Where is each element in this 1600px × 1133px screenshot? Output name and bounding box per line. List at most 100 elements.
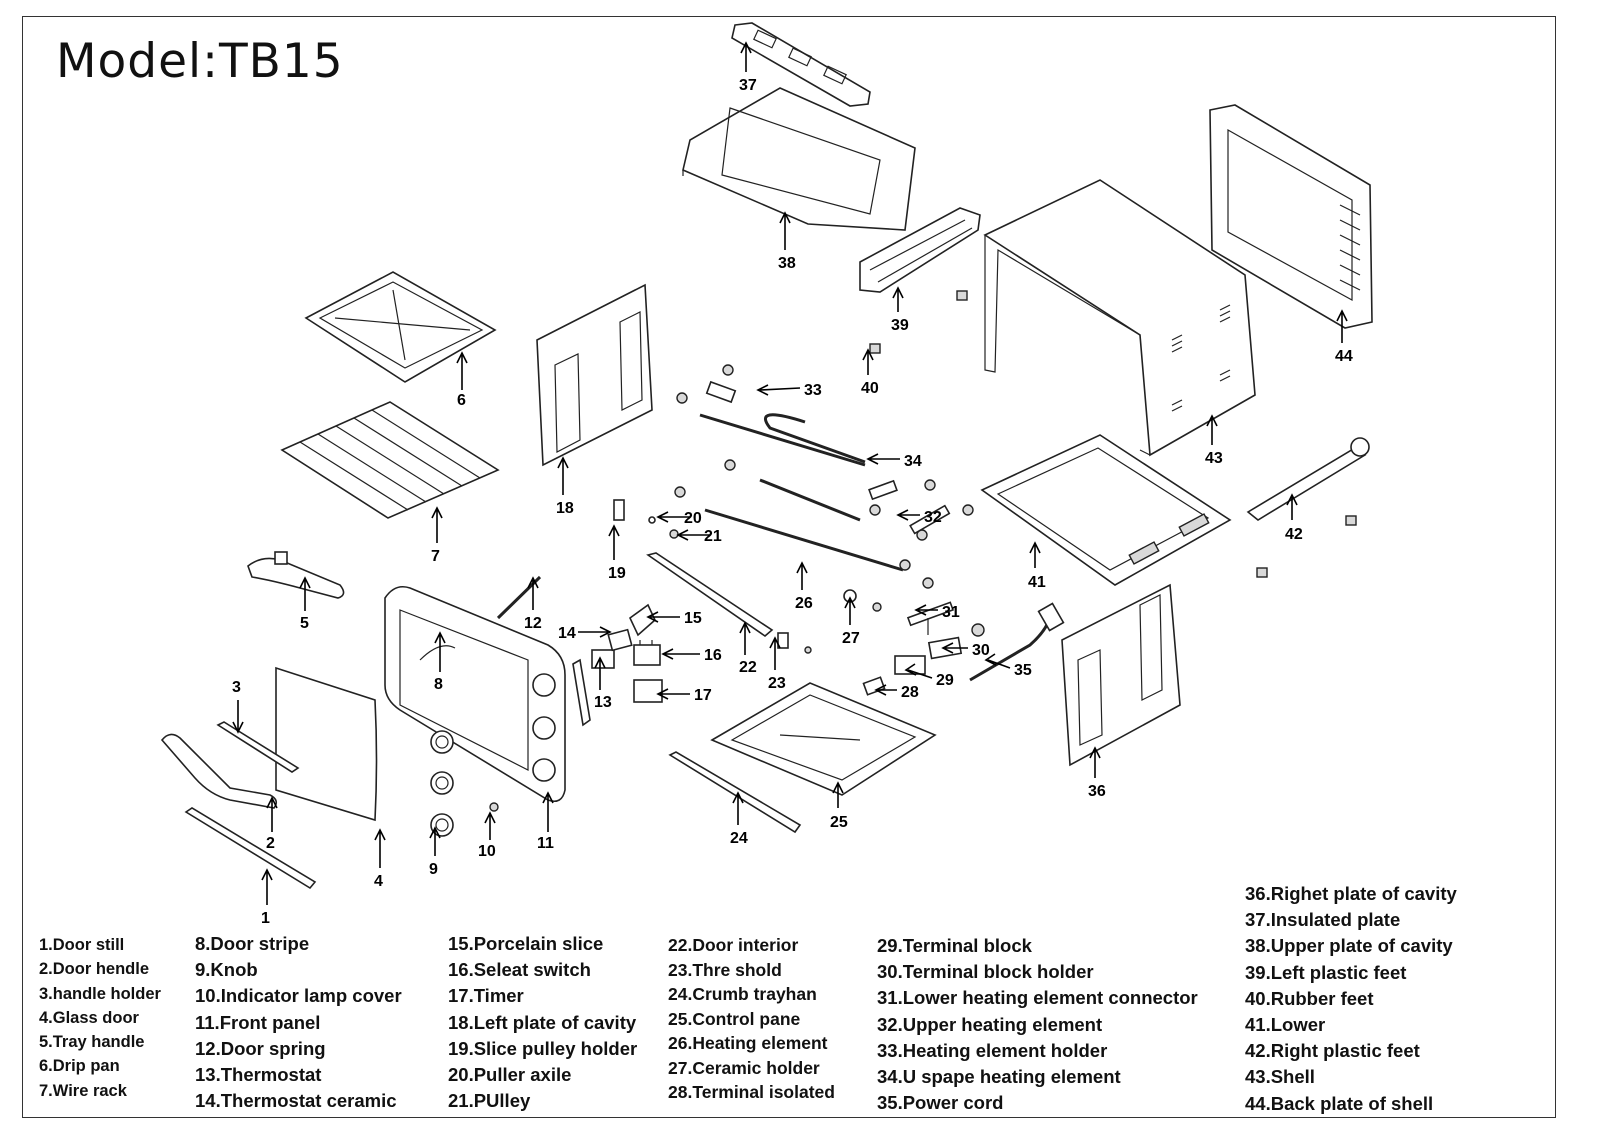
part-thermostat-ceramic xyxy=(607,628,633,652)
part-front-panel xyxy=(384,585,566,803)
legend-item: 22.Door interior xyxy=(668,935,799,955)
legend-item: 37.Insulated plate xyxy=(1245,909,1401,931)
callout-35: 35 xyxy=(1014,662,1032,679)
legend-column-1: 1.Door still 2.Door hendle 3.handle hold… xyxy=(39,933,161,1103)
part-rubber-feet xyxy=(869,290,1357,578)
legend-item: 30.Terminal block holder xyxy=(877,961,1094,983)
callout-31: 31 xyxy=(942,604,960,621)
legend-item: 8.Door stripe xyxy=(195,933,310,954)
legend-column-6: 36.Righet plate of cavity 37.Insulated p… xyxy=(1245,881,1457,1117)
callout-14: 14 xyxy=(558,625,576,642)
part-door-still xyxy=(184,807,317,890)
part-door-interior xyxy=(646,552,774,638)
legend-item: 41.Lower xyxy=(1245,1014,1326,1036)
part-crumb-tray xyxy=(710,682,937,796)
callout-30: 30 xyxy=(972,642,990,659)
model-title: Model:TB15 xyxy=(56,34,344,89)
callout-38: 38 xyxy=(778,255,796,272)
callout-7: 7 xyxy=(431,548,440,565)
part-terminal-block xyxy=(862,623,985,696)
callout-1: 1 xyxy=(261,910,270,927)
part-heating-elements xyxy=(674,364,974,589)
legend-item: 15.Porcelain slice xyxy=(448,933,604,954)
legend-item: 44.Back plate of shell xyxy=(1245,1092,1434,1114)
part-timer xyxy=(633,679,663,703)
legend-item: 42.Right plastic feet xyxy=(1245,1040,1420,1062)
callout-9: 9 xyxy=(429,861,438,878)
legend-item: 4.Glass door xyxy=(39,1008,139,1027)
legend-item: 29.Terminal block xyxy=(877,935,1032,956)
callout-21: 21 xyxy=(704,528,722,545)
legend-item: 7.Wire rack xyxy=(39,1081,127,1100)
legend-item: 34.U spape heating element xyxy=(877,1066,1121,1088)
callout-11: 11 xyxy=(537,835,554,852)
part-tray-handle xyxy=(247,551,345,599)
legend-column-4: 22.Door interior 23.Thre shold 24.Crumb … xyxy=(668,933,835,1105)
part-right-plastic-feet xyxy=(1246,437,1370,521)
legend-item: 26.Heating element xyxy=(668,1033,828,1053)
legend-item: 16.Seleat switch xyxy=(448,959,591,981)
part-power-cord xyxy=(969,602,1065,682)
legend-item: 24.Crumb trayhan xyxy=(668,984,817,1004)
callout-36: 36 xyxy=(1088,783,1106,800)
callout-41: 41 xyxy=(1028,574,1046,591)
part-slice-pulley-holder xyxy=(613,499,679,539)
callout-23: 23 xyxy=(768,675,786,692)
callout-28: 28 xyxy=(901,684,919,701)
legend-item: 12.Door spring xyxy=(195,1037,326,1059)
part-upper-plate-of-cavity xyxy=(682,87,916,231)
legend-item: 32.Upper heating element xyxy=(877,1013,1103,1035)
legend-item: 31.Lower heating element connector xyxy=(877,987,1198,1009)
callout-33: 33 xyxy=(804,382,822,399)
part-thermostat xyxy=(572,649,615,727)
legend-item: 10.Indicator lamp cover xyxy=(195,985,402,1007)
callout-10: 10 xyxy=(478,843,496,860)
callout-13: 13 xyxy=(594,694,612,711)
legend-item: 18.Left plate of cavity xyxy=(448,1011,637,1033)
legend-item: 25.Control pane xyxy=(668,1008,801,1029)
legend-item: 23.Thre shold xyxy=(668,959,782,980)
legend-item: 28.Terminal isolated xyxy=(668,1082,835,1102)
legend-item: 3.handle holder xyxy=(39,984,161,1003)
callout-17: 17 xyxy=(694,687,712,704)
callout-3: 3 xyxy=(232,679,241,696)
callout-6: 6 xyxy=(457,392,466,409)
part-indicator-lamp-cover xyxy=(489,802,499,812)
legend-item: 1.Door still xyxy=(39,936,125,954)
legend-item: 35.Power cord xyxy=(877,1092,1004,1114)
part-right-plate-of-cavity xyxy=(1061,583,1181,767)
part-seleat-switch xyxy=(633,640,661,666)
callout-24: 24 xyxy=(730,830,748,847)
legend-item: 17.Timer xyxy=(448,985,524,1007)
legend-item: 5.Tray handle xyxy=(39,1033,145,1052)
callout-43: 43 xyxy=(1205,450,1223,467)
part-back-plate-of-shell xyxy=(1209,104,1373,329)
part-left-plate-of-cavity xyxy=(536,283,653,467)
part-insulated-plate xyxy=(731,22,871,107)
callout-4: 4 xyxy=(374,873,383,890)
callout-34: 34 xyxy=(904,453,922,470)
legend-item: 40.Rubber feet xyxy=(1245,987,1374,1009)
callout-27: 27 xyxy=(842,630,860,647)
legend-item: 13.Thermostat xyxy=(195,1064,322,1086)
part-porcelain-slice xyxy=(628,603,656,637)
legend-item: 9.Knob xyxy=(195,959,258,981)
callout-arrows xyxy=(232,41,1348,905)
callout-labels: 1 2 3 4 5 6 7 8 9 10 11 12 13 14 15 16 1… xyxy=(232,77,1353,927)
part-knobs xyxy=(430,730,454,837)
callout-8: 8 xyxy=(434,676,443,693)
part-crumb-tray-handle xyxy=(668,751,802,834)
legend-item: 33.Heating element holder xyxy=(877,1039,1108,1061)
legend-item: 38.Upper plate of cavity xyxy=(1245,935,1453,957)
part-shell xyxy=(983,179,1256,457)
part-glass-door xyxy=(275,666,378,822)
part-lower-plate xyxy=(980,434,1232,586)
legend-item: 19.Slice pulley holder xyxy=(448,1037,638,1059)
callout-19: 19 xyxy=(608,565,626,582)
callout-32: 32 xyxy=(924,509,942,526)
callout-12: 12 xyxy=(524,615,542,632)
callout-18: 18 xyxy=(556,500,574,517)
part-drip-pan xyxy=(304,271,497,383)
callout-25: 25 xyxy=(830,814,848,831)
